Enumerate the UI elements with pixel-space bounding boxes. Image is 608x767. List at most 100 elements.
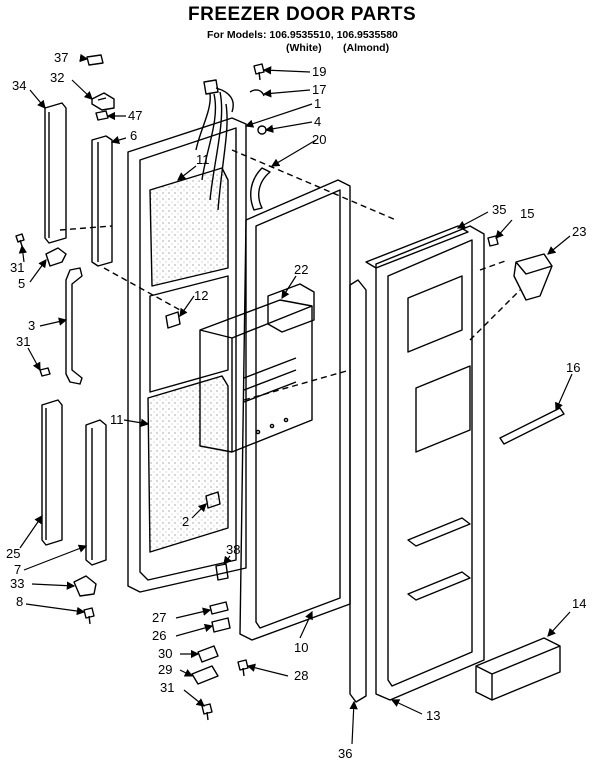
- leader-20: [270, 139, 317, 167]
- callout-27: 27: [152, 610, 166, 625]
- part-33-hinge-bottom: [73, 575, 97, 597]
- callout-26: 26: [152, 628, 166, 643]
- leader-25: [19, 515, 43, 549]
- leader-4: [264, 121, 313, 133]
- part-23-ice-chute: [513, 253, 553, 301]
- callout-25: 25: [6, 546, 20, 561]
- leader-14: [547, 611, 571, 637]
- leader-11a: [177, 165, 197, 181]
- part-15-screw: [487, 235, 499, 247]
- leader-11b: [123, 418, 150, 427]
- leader-35: [456, 211, 489, 229]
- gasket-inner-edge: [255, 189, 341, 629]
- callout-6: 6: [130, 128, 137, 143]
- leader-3: [39, 317, 68, 327]
- callout-1: 1: [314, 96, 321, 111]
- models-line: For Models: 106.9535510, 106.9535580: [207, 29, 398, 41]
- leader-15: [495, 219, 513, 239]
- callout-11a: 11: [196, 152, 210, 167]
- diagram-header: FREEZER DOOR PARTS For Models: 106.95355…: [0, 0, 608, 60]
- part-38-bushing: [215, 563, 229, 581]
- callout-30: 30: [158, 646, 172, 661]
- part-13-inner-door-liner: [375, 225, 485, 701]
- callout-33: 33: [10, 576, 24, 591]
- callout-35: 35: [492, 202, 506, 217]
- leader-37: [79, 53, 89, 63]
- part-7-channel: [85, 419, 107, 566]
- callout-10: 10: [294, 640, 308, 655]
- callout-13: 13: [426, 708, 440, 723]
- leader-26: [175, 623, 214, 637]
- callout-15: 15: [520, 206, 534, 221]
- part-32-hinge-top: [91, 92, 115, 111]
- dispenser-hole: [255, 429, 261, 435]
- callout-31c: 31: [160, 680, 174, 695]
- callout-37: 37: [54, 50, 68, 65]
- part-4-grommet: [257, 125, 267, 135]
- liner-dispenser-opening: [415, 365, 471, 453]
- leader-33: [31, 581, 76, 590]
- callout-2: 2: [182, 514, 189, 529]
- part-36-trim-strip: [349, 279, 367, 703]
- foam-section-top: [149, 167, 229, 287]
- part-2-bracket: [205, 491, 221, 509]
- leader-13: [390, 699, 423, 715]
- explode-line: [59, 149, 521, 401]
- panel-mid-recess: [149, 275, 229, 393]
- dispenser-slots: [243, 357, 297, 403]
- callout-14: 14: [572, 596, 586, 611]
- leader-5: [29, 259, 47, 283]
- callout-19: 19: [312, 64, 326, 79]
- liner-bin-rail-1: [407, 517, 471, 547]
- leader-12: [179, 295, 195, 317]
- leader-6: [110, 135, 127, 145]
- callout-38: 38: [226, 542, 240, 557]
- callout-4: 4: [314, 114, 321, 129]
- part-20-tube: [250, 167, 271, 211]
- part-25-trim-strip: [41, 399, 63, 546]
- callout-22: 22: [294, 262, 308, 277]
- callout-8: 8: [16, 594, 23, 609]
- callout-47: 47: [128, 108, 142, 123]
- part-6-channel: [91, 135, 113, 267]
- callout-31b: 31: [16, 334, 30, 349]
- part-5-handle-bracket: [45, 247, 67, 267]
- part-35-top-trim: [365, 225, 469, 269]
- part-28-screw: [237, 659, 249, 677]
- leader-2: [191, 503, 207, 519]
- part-16-shelf-rail: [499, 407, 565, 445]
- part-27-washer: [209, 601, 229, 615]
- color-white-label: (White): [286, 42, 322, 54]
- part-1-outer-door-panel: [127, 117, 247, 593]
- part-22-dispenser-housing: [199, 299, 313, 453]
- part-31-screw-c: [201, 703, 213, 721]
- leader-16: [555, 373, 573, 412]
- callout-7: 7: [14, 562, 21, 577]
- liner-upper-recess: [407, 275, 463, 353]
- callout-20: 20: [312, 132, 326, 147]
- leader-19: [262, 66, 311, 75]
- leader-31b: [27, 347, 41, 372]
- part-34-trim-strip: [44, 102, 67, 244]
- leader-32: [71, 79, 93, 100]
- part-47-bushing: [95, 110, 109, 121]
- part-12-clip: [165, 311, 181, 329]
- leader-23: [547, 235, 571, 255]
- leader-36: [349, 700, 358, 745]
- callout-3: 3: [28, 318, 35, 333]
- part-31-screw-b: [39, 367, 51, 377]
- callout-28: 28: [294, 668, 308, 683]
- part-26-spacer: [211, 617, 231, 633]
- leader-22: [281, 275, 297, 300]
- leader-7: [23, 544, 88, 571]
- leader-1: [244, 103, 313, 128]
- callout-31a: 31: [10, 260, 24, 275]
- part-29-plate: [191, 665, 219, 685]
- callout-23: 23: [572, 224, 586, 239]
- callout-34: 34: [12, 78, 26, 93]
- color-almond-label: (Almond): [343, 42, 390, 54]
- diagram-title: FREEZER DOOR PARTS: [188, 4, 417, 25]
- leader-8: [25, 603, 86, 616]
- leader-28: [246, 663, 289, 677]
- leader-34: [29, 89, 46, 109]
